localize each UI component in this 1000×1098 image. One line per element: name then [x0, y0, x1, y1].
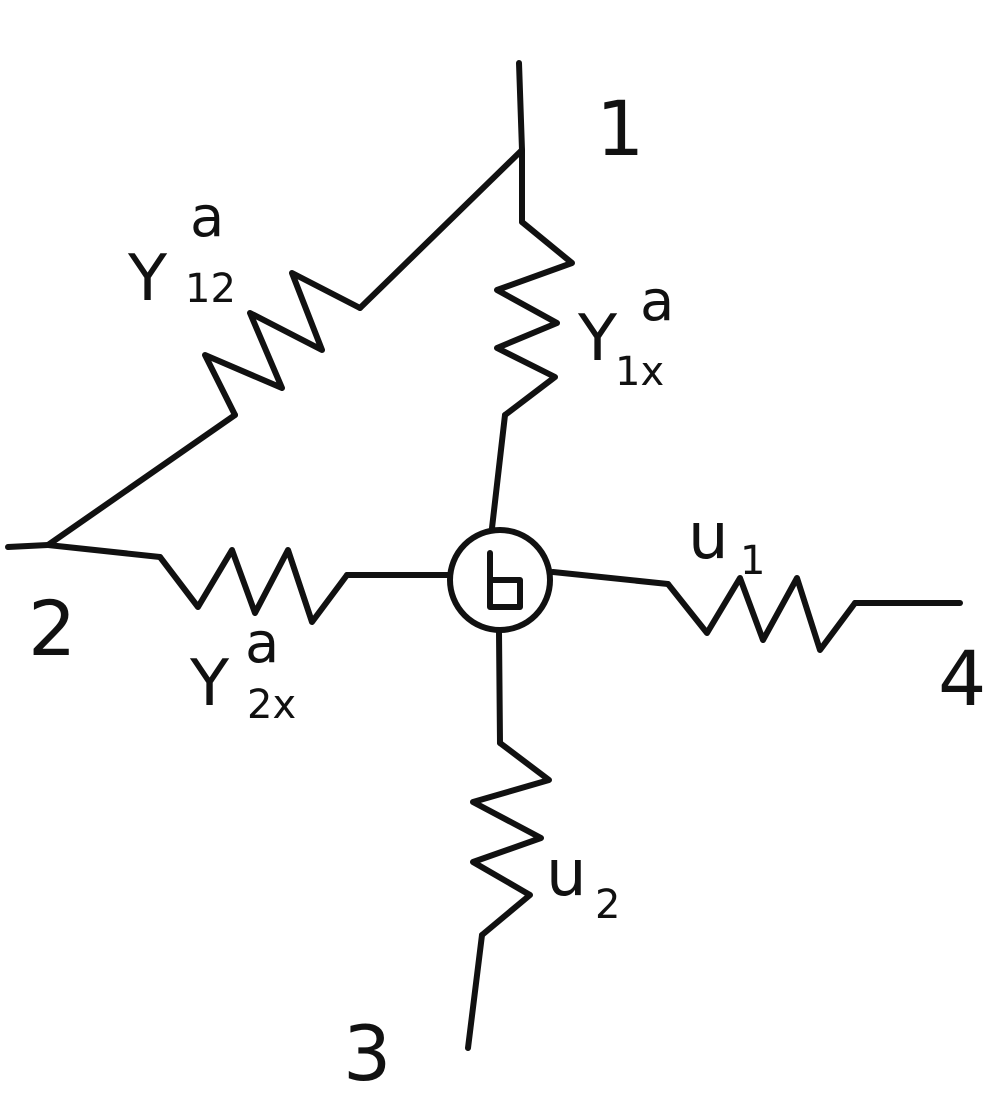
u2-wire-upper [496, 629, 503, 746]
y2x-resistor [157, 547, 350, 625]
terminal-2-label: 2 [28, 584, 76, 673]
terminal-2-wire [5, 542, 51, 550]
u2-resistor [470, 740, 552, 938]
terminal-4-label: 4 [938, 634, 986, 723]
y1x-wire-lower [489, 412, 508, 531]
u1-subscript: 1 [740, 538, 765, 584]
y12-symbol: Y [127, 242, 168, 316]
y1x-resistor [494, 219, 575, 418]
y12-wire-lower [45, 412, 238, 548]
y2x-symbol: Y [189, 647, 230, 721]
y12-resistor [202, 270, 363, 418]
y1x-symbol: Y [577, 302, 618, 376]
terminal-3-wire [465, 932, 485, 1051]
u1-resistor [665, 575, 858, 653]
u1-wire-left [550, 569, 671, 587]
y1x-superscript: a [640, 269, 674, 334]
y12-subscript: 12 [185, 266, 236, 312]
terminal-1-label: 1 [596, 84, 644, 173]
y1x-subscript: 1x [615, 349, 664, 395]
terminal-3-label: 3 [343, 1009, 391, 1098]
node-b-glyph [487, 550, 523, 610]
y2x-wire-left [45, 542, 163, 560]
y2x-superscript: a [245, 611, 279, 676]
terminal-1-wire [516, 60, 525, 225]
y12-wire-upper [357, 147, 525, 311]
y12-superscript: a [190, 185, 224, 250]
u2-subscript: 2 [595, 882, 620, 928]
u1-symbol: u [688, 500, 729, 574]
y2x-subscript: 2x [247, 682, 296, 728]
u2-symbol: u [546, 837, 587, 911]
